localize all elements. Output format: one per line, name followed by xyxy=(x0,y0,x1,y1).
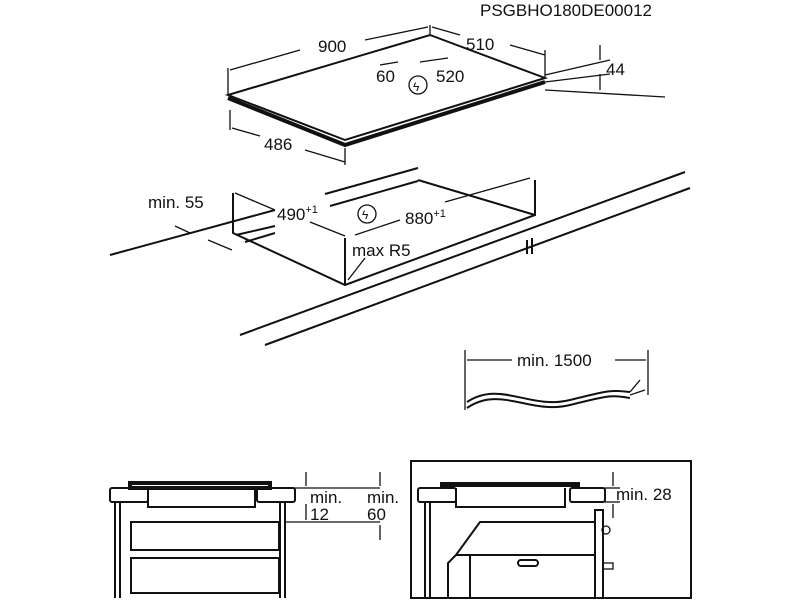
section-oven-drawing xyxy=(410,460,692,599)
corner-radius-label: max R5 xyxy=(352,241,411,260)
hob-width-label: 900 xyxy=(318,37,346,56)
cutout-width-value: 880 xyxy=(405,209,433,228)
section-drawers-drawing xyxy=(109,472,381,598)
hob-height-label: 44 xyxy=(606,60,625,79)
electrical-connection-icon: ϟ xyxy=(413,80,420,94)
cable-length-label: min. 1500 xyxy=(517,351,592,370)
oven-clearance-label: min. 28 xyxy=(616,485,672,504)
edge-distance-label: min. 55 xyxy=(148,193,204,212)
hob-drawing xyxy=(224,25,666,165)
inner-depth-label: 520 xyxy=(436,67,464,86)
cutout-depth-value: 490 xyxy=(277,205,305,224)
inner-offset-label: 60 xyxy=(376,67,395,86)
cable-drawing xyxy=(464,350,649,410)
svg-text:ϟ: ϟ xyxy=(362,208,369,222)
drawer-clearance-value: 12 xyxy=(310,505,329,524)
cutout-drawing: ϟ xyxy=(109,167,691,346)
cutout-depth-label: 490+1 xyxy=(277,204,318,224)
hob-side-depth-label: 486 xyxy=(264,135,292,154)
cutout-depth-tolerance: +1 xyxy=(305,204,318,216)
document-code: PSGBHO180DE00012 xyxy=(480,1,652,20)
cutout-width-tolerance: +1 xyxy=(433,208,446,220)
drawer-gap-label: min. xyxy=(367,488,399,507)
hob-depth-label: 510 xyxy=(466,35,494,54)
drawer-clearance-label: min. xyxy=(310,488,342,507)
drawer-gap-value: 60 xyxy=(367,505,386,524)
cutout-width-label: 880+1 xyxy=(405,208,446,228)
